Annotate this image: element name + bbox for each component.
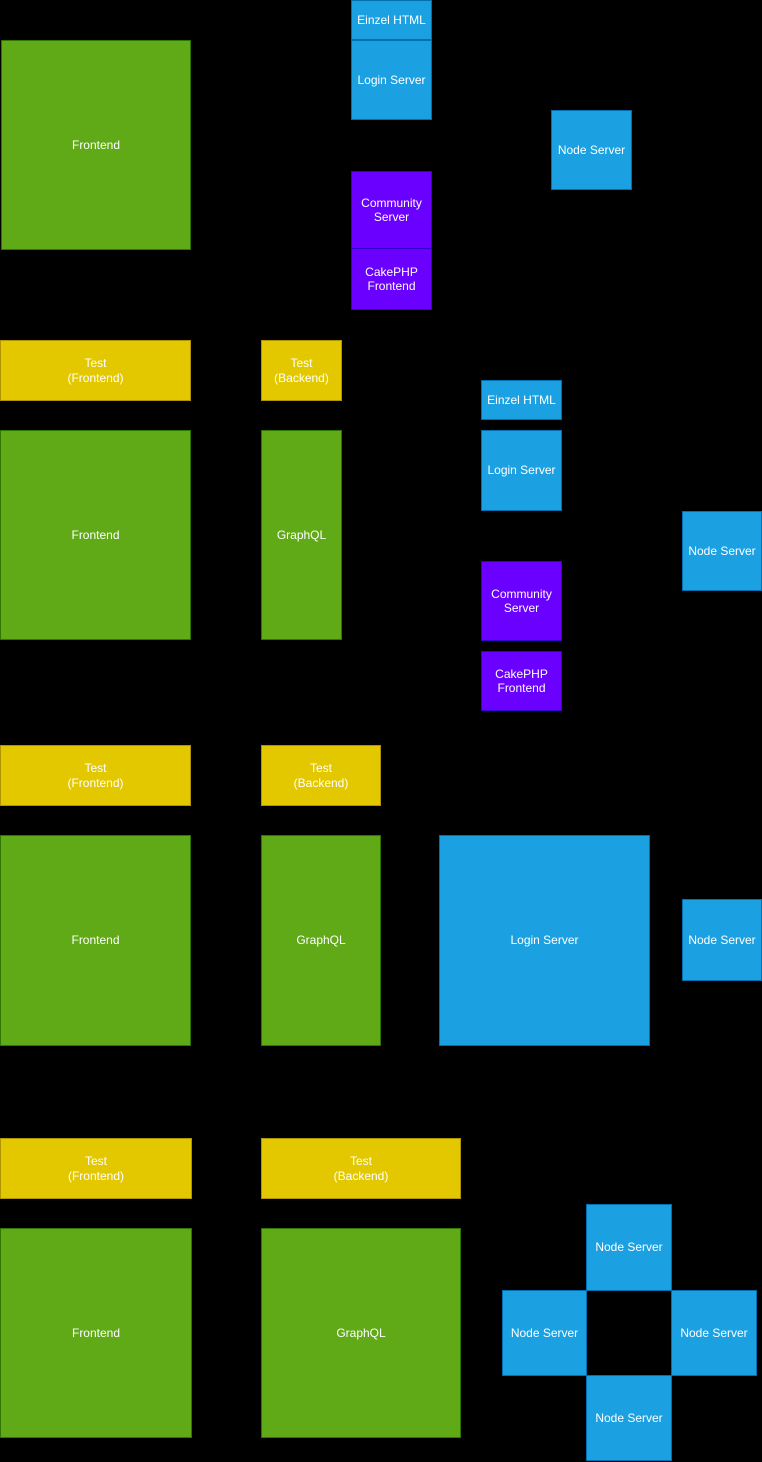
stage1-einzel-html-node[interactable]: Einzel HTML: [351, 0, 432, 40]
stage1-frontend-node[interactable]: Frontend: [1, 40, 191, 250]
node-label: Login Server: [357, 72, 426, 87]
node-label: Einzel HTML: [357, 12, 426, 27]
node-label: Node Server: [680, 1325, 748, 1340]
node-label: Test (Backend): [274, 356, 329, 385]
stage1-node-server-node[interactable]: Node Server: [551, 110, 632, 190]
node-label: Einzel HTML: [487, 392, 556, 407]
stage2-cakephp-frontend-node[interactable]: CakePHP Frontend: [481, 651, 562, 711]
stage2-community-server-node[interactable]: Community Server: [481, 561, 562, 641]
node-label: Login Server: [487, 463, 556, 478]
node-label: Frontend: [71, 933, 120, 948]
node-label: Test (Frontend): [67, 356, 124, 385]
stage4-graphql-node[interactable]: GraphQL: [261, 1228, 461, 1438]
stage4-test-backend-node[interactable]: Test (Backend): [261, 1138, 461, 1199]
stage4-node-server-bottom-node[interactable]: Node Server: [586, 1375, 672, 1461]
node-label: Node Server: [510, 1325, 579, 1340]
stage4-test-frontend-node[interactable]: Test (Frontend): [0, 1138, 192, 1199]
stage3-test-frontend-node[interactable]: Test (Frontend): [0, 745, 191, 806]
stage3-login-server-node[interactable]: Login Server: [439, 835, 650, 1046]
node-label: Test (Backend): [293, 761, 349, 790]
node-label: Frontend: [71, 137, 121, 152]
stage2-einzel-html-node[interactable]: Einzel HTML: [481, 380, 562, 420]
node-label: GraphQL: [336, 1325, 386, 1340]
node-label: Node Server: [557, 142, 626, 157]
stage3-test-backend-node[interactable]: Test (Backend): [261, 745, 381, 806]
stage2-graphql-node[interactable]: GraphQL: [261, 430, 342, 640]
node-label: Node Server: [688, 543, 756, 558]
stage3-frontend-node[interactable]: Frontend: [0, 835, 191, 1046]
node-label: CakePHP Frontend: [495, 666, 548, 695]
stage2-test-frontend-node[interactable]: Test (Frontend): [0, 340, 191, 401]
node-label: Test (Backend): [333, 1154, 389, 1183]
node-label: Community Server: [491, 586, 552, 615]
stage4-node-server-right-node[interactable]: Node Server: [671, 1290, 757, 1376]
node-label: CakePHP Frontend: [365, 264, 418, 293]
node-label: Node Server: [595, 1240, 663, 1255]
stage3-graphql-node[interactable]: GraphQL: [261, 835, 381, 1046]
node-label: Test (Frontend): [67, 761, 124, 790]
stage4-node-server-top-node[interactable]: Node Server: [586, 1204, 672, 1291]
node-label: Login Server: [510, 933, 579, 948]
node-label: GraphQL: [276, 527, 327, 542]
node-label: Node Server: [688, 932, 756, 947]
stage2-test-backend-node[interactable]: Test (Backend): [261, 340, 342, 401]
stage2-node-server-node[interactable]: Node Server: [682, 511, 762, 591]
node-label: Community Server: [361, 195, 422, 224]
stage2-login-server-node[interactable]: Login Server: [481, 430, 562, 511]
stage4-frontend-node[interactable]: Frontend: [0, 1228, 192, 1438]
stage1-community-server-node[interactable]: Community Server: [351, 171, 432, 249]
stage1-cakephp-frontend-node[interactable]: CakePHP Frontend: [351, 248, 432, 310]
node-label: GraphQL: [296, 933, 346, 948]
node-label: Frontend: [71, 1325, 121, 1340]
stage3-node-server-node[interactable]: Node Server: [682, 899, 762, 981]
node-label: Frontend: [71, 527, 120, 542]
stage4-node-server-left-node[interactable]: Node Server: [502, 1290, 587, 1376]
node-label: Test (Frontend): [67, 1154, 125, 1183]
node-label: Node Server: [595, 1410, 663, 1425]
stage1-login-server-node[interactable]: Login Server: [351, 40, 432, 120]
stage2-frontend-node[interactable]: Frontend: [0, 430, 191, 640]
